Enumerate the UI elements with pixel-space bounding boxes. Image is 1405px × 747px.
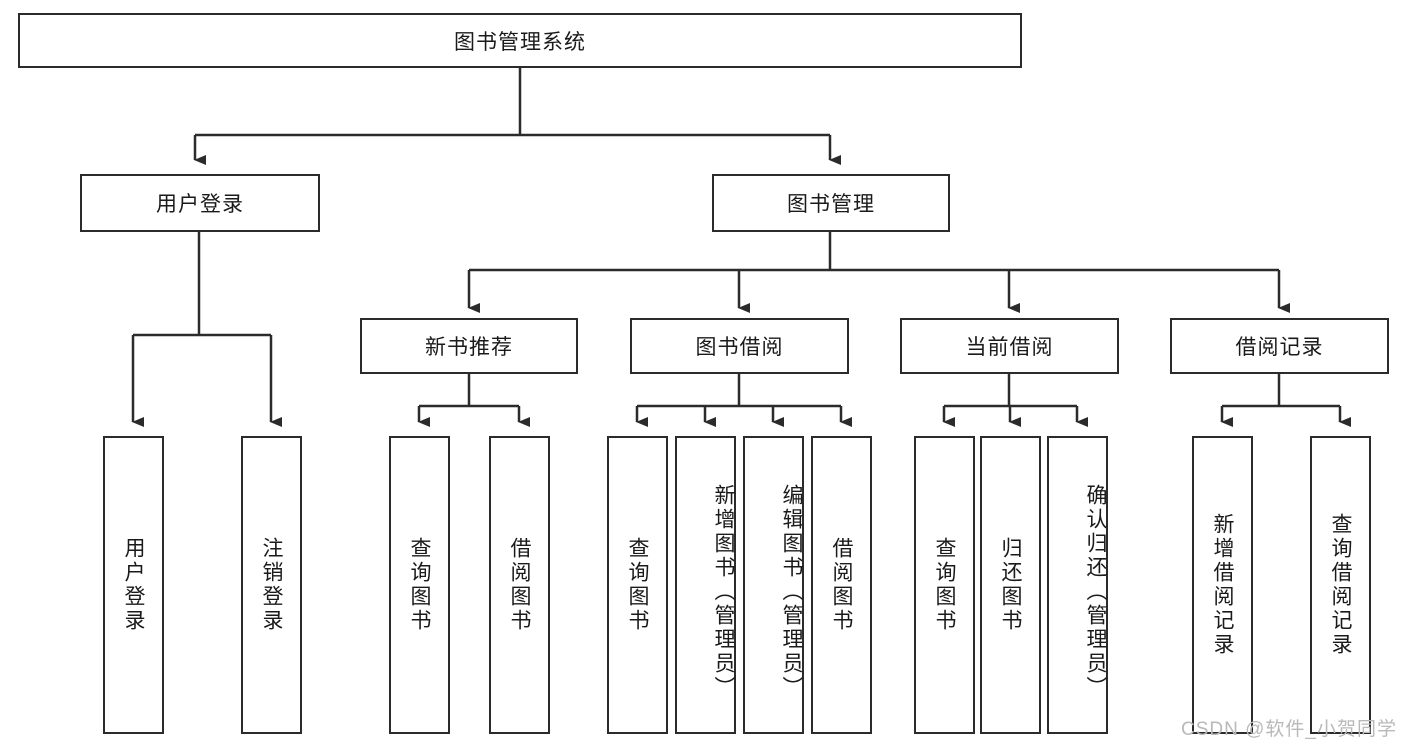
node-label: 借阅图书: [830, 537, 853, 633]
node-label: 新增借阅记录: [1211, 513, 1234, 657]
leaf-current-borrow-return[interactable]: 归还图书: [980, 436, 1041, 734]
node-label: 注销登录: [260, 537, 283, 633]
leaf-new-book-borrow[interactable]: 借阅图书: [489, 436, 550, 734]
leaf-book-borrow-edit[interactable]: 编辑图书（管理员）: [743, 436, 804, 734]
node-label: 用户登录: [122, 537, 145, 633]
node-label: 当前借阅: [965, 336, 1054, 359]
leaf-book-borrow-add[interactable]: 新增图书（管理员）: [675, 436, 736, 734]
leaf-user-login-login[interactable]: 用户登录: [103, 436, 164, 734]
leaf-current-borrow-query[interactable]: 查询图书: [914, 436, 975, 734]
node-label: 编辑图书（管理员）: [780, 484, 803, 700]
leaf-book-borrow-borrow[interactable]: 借阅图书: [811, 436, 872, 734]
node-label: 图书管理: [787, 193, 875, 216]
node-label: 查询借阅记录: [1329, 513, 1352, 657]
node-borrow-record[interactable]: 借阅记录: [1170, 318, 1389, 374]
node-label: 查询图书: [626, 537, 649, 633]
node-new-book-recommend[interactable]: 新书推荐: [360, 318, 578, 374]
node-label: 借阅记录: [1235, 336, 1324, 359]
node-user-login[interactable]: 用户登录: [80, 174, 320, 232]
node-label: 确认归还（管理员）: [1084, 484, 1107, 700]
node-label: 归还图书: [999, 537, 1022, 633]
leaf-borrow-record-add[interactable]: 新增借阅记录: [1192, 436, 1253, 734]
leaf-user-login-logout[interactable]: 注销登录: [241, 436, 302, 734]
node-label: 用户登录: [156, 193, 244, 216]
node-label: 查询图书: [408, 537, 431, 633]
leaf-borrow-record-query[interactable]: 查询借阅记录: [1310, 436, 1371, 734]
node-label: 查询图书: [933, 537, 956, 633]
node-current-borrow[interactable]: 当前借阅: [900, 318, 1119, 374]
node-label: 新书推荐: [425, 336, 513, 359]
watermark: CSDN @软件_小贺同学: [1181, 719, 1397, 740]
leaf-book-borrow-query[interactable]: 查询图书: [607, 436, 668, 734]
node-book-management[interactable]: 图书管理: [712, 174, 950, 232]
leaf-new-book-query[interactable]: 查询图书: [389, 436, 450, 734]
node-label: 图书借阅: [695, 336, 784, 359]
node-label: 借阅图书: [508, 537, 531, 633]
node-label: 新增图书（管理员）: [712, 484, 735, 700]
leaf-current-borrow-confirm-return[interactable]: 确认归还（管理员）: [1047, 436, 1108, 734]
node-root[interactable]: 图书管理系统: [18, 13, 1022, 68]
node-book-borrow[interactable]: 图书借阅: [630, 318, 849, 374]
node-label: 图书管理系统: [454, 30, 586, 54]
